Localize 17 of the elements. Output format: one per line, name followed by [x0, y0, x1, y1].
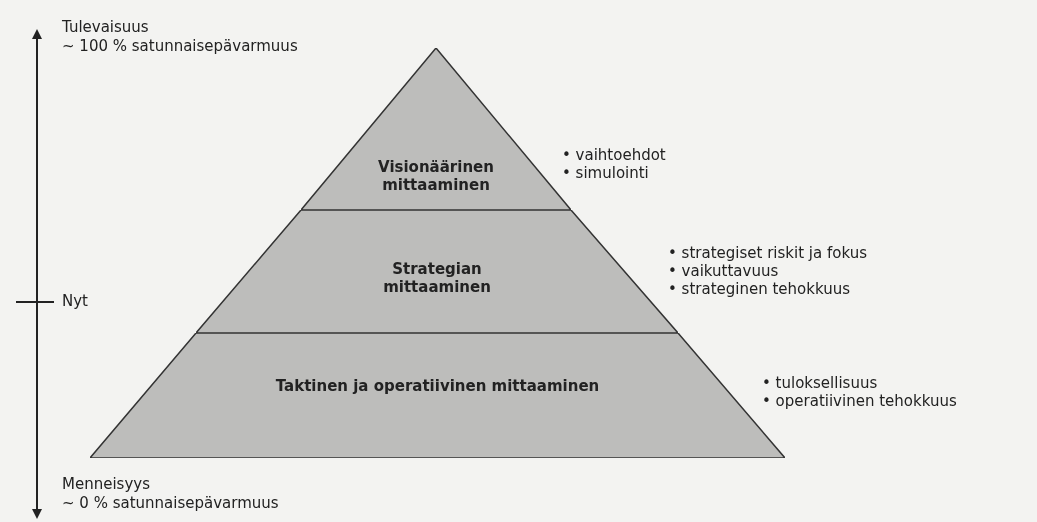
bullet-item: • strategiset riskit ja fokus [668, 244, 867, 262]
tier-title: Strategian mittaaminen [382, 260, 492, 296]
bullet-item: • vaikuttavuus [668, 262, 780, 280]
tier-title: Taktinen ja operatiivinen mittaaminen [274, 377, 601, 395]
pyramid-tier [196, 210, 678, 333]
bullet-item: • vaihtoehdot [562, 146, 666, 164]
bullet-item: • simulointi [562, 164, 650, 182]
axis-label: Nyt [62, 292, 88, 310]
bullet-item: • tuloksellisuus [762, 374, 879, 392]
axis-label: Tulevaisuus [62, 18, 149, 36]
bullet-item: • operatiivinen tehokkuus [762, 392, 957, 410]
axis-label: ~ 100 % satunnaisepävarmuus [62, 37, 298, 55]
pyramid-tier [301, 48, 571, 210]
axis-label: Menneisyys [62, 475, 150, 493]
tier-title: Visionäärinen mittaaminen [377, 158, 495, 194]
bullet-item: • strateginen tehokkuus [668, 280, 851, 298]
axis-label: ~ 0 % satunnaisepävarmuus [62, 494, 279, 512]
